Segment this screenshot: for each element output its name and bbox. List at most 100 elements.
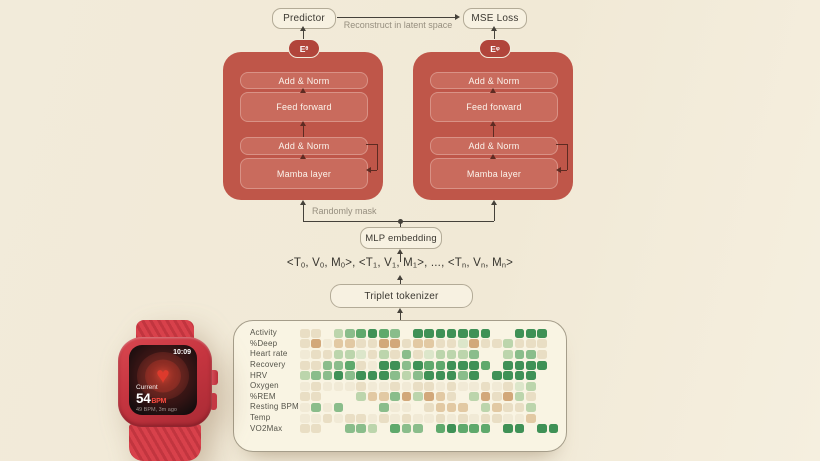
token-text: , M: [485, 257, 502, 269]
heatmap-cell: [368, 403, 378, 412]
heatmap-cell: [458, 360, 468, 370]
heatmap-cell: [424, 349, 434, 359]
heatmap-cell: [469, 349, 480, 359]
heatmap-cell: [300, 328, 310, 338]
heatmap-cell: [300, 424, 310, 434]
heatmap-cell: [458, 328, 468, 338]
heatmap-cell: [469, 424, 480, 434]
heatmap-cell: [458, 371, 468, 381]
residual-loop-line: [377, 144, 378, 170]
token-subscript: 0: [301, 260, 306, 270]
heatmap-cell: [469, 328, 480, 338]
heatmap-cell: [412, 328, 423, 338]
heatmap-cell: [401, 413, 412, 423]
heatmap-cell: [390, 328, 400, 338]
heatmap-cell: [503, 360, 513, 370]
arrow-tokens-to-mlp-head: [396, 249, 403, 254]
heatmap-cell: [469, 413, 480, 423]
heatmap-cell: [402, 329, 412, 338]
heatmap-cell: [311, 381, 321, 391]
encoder-block-context: Add & Norm Feed forward Add & Norm Mamba…: [223, 52, 383, 200]
watch-current-label: Current: [136, 384, 158, 391]
heatmap-cell: [537, 424, 547, 434]
heatmap-cell: [469, 392, 480, 402]
heatmap-row-label: Recovery: [250, 360, 286, 370]
heatmap-cell: [390, 349, 400, 359]
heatmap-cell: [390, 392, 400, 402]
heatmap-cell: [537, 339, 547, 349]
heatmap-row-label: Oxygen: [250, 381, 279, 391]
heatmap-cell: [345, 424, 355, 434]
heatmap-cell: [367, 360, 378, 370]
arrow-heatmap-to-tokenizer-line: [400, 313, 401, 320]
heatmap-cell: [480, 360, 491, 370]
heatmap-cell: [525, 371, 536, 381]
heatmap-cell: [525, 349, 536, 359]
heatmap-cell: [514, 413, 525, 423]
heatmap-cell: [480, 424, 491, 434]
heatmap-cell: [311, 413, 321, 423]
heatmap-cell: [356, 360, 367, 370]
side-button: [210, 393, 217, 410]
heatmap-cell: [424, 360, 434, 370]
heatmap-cell: [492, 329, 502, 338]
heatmap-cell: [549, 350, 559, 359]
heatmap-cell: [446, 424, 457, 434]
residual-loop-line: [556, 144, 567, 145]
heatmap-cell: [412, 381, 423, 391]
heatmap-cell: [401, 349, 412, 359]
heatmap-cell: [323, 329, 333, 338]
residual-loop-head: [556, 166, 561, 173]
heatmap-cell: [469, 339, 480, 349]
heatmap-cell: [311, 402, 321, 412]
heatmap-cell: [413, 403, 423, 412]
heatmap-cell: [334, 392, 344, 401]
heatmap-cell: [356, 371, 367, 381]
heatmap-cell: [503, 413, 513, 423]
heatmap-cell: [300, 402, 310, 412]
heatmap-cell: [333, 349, 344, 359]
heatmap-cell: [356, 424, 367, 434]
heatmap-cell: [333, 381, 344, 391]
heatmap-cell: [333, 339, 344, 349]
heatmap-cell: [537, 328, 547, 338]
watch-bpm-unit: BPM: [151, 398, 167, 405]
heatmap-cell: [549, 361, 559, 370]
heatmap-cell: [311, 349, 321, 359]
heatmap-cell: [300, 371, 310, 381]
heatmap-cell: [525, 328, 536, 338]
heatmap-cell: [492, 371, 502, 381]
heatmap-cell: [367, 381, 378, 391]
watch-band-bottom: [129, 424, 201, 461]
smartwatch: ♥ 10:09 Current 54BPM 49 BPM, 3m ago: [112, 318, 222, 461]
heatmap-cell: [435, 349, 446, 359]
heatmap-cell: [322, 349, 333, 359]
heatmap-cell: [435, 360, 446, 370]
heatmap-cell: [356, 339, 367, 349]
mask-branch-right-line: [494, 205, 495, 221]
heatmap-row-label: HRV: [250, 370, 268, 380]
heatmap-cell: [503, 402, 513, 412]
mask-branch-stub-line: [400, 222, 401, 227]
heatmap-cell: [514, 360, 525, 370]
watch-time: 10:09: [173, 349, 191, 356]
heatmap-cell: [514, 371, 525, 381]
heatmap-cell: [356, 392, 367, 402]
heatmap-cell: [503, 329, 513, 338]
heatmap-cell: [492, 413, 502, 423]
heatmap-cell: [412, 392, 423, 402]
arrow-encoder-theta-to-predictor-line: [303, 31, 304, 39]
token-subscript: θ: [305, 45, 309, 52]
heatmap-cell: [300, 413, 310, 423]
heatmap-cell: [322, 413, 333, 423]
token-subscript: 0: [340, 260, 346, 270]
arrow-encoder-phi-to-mse-line: [494, 31, 495, 39]
heatmap-cell: [424, 424, 434, 433]
heatmap-cell: [390, 339, 400, 349]
heatmap-cell: [469, 403, 479, 412]
token-text: E: [299, 43, 306, 54]
heatmap-row-label: %Deep: [250, 338, 278, 348]
heatmap-cell: [300, 349, 310, 359]
